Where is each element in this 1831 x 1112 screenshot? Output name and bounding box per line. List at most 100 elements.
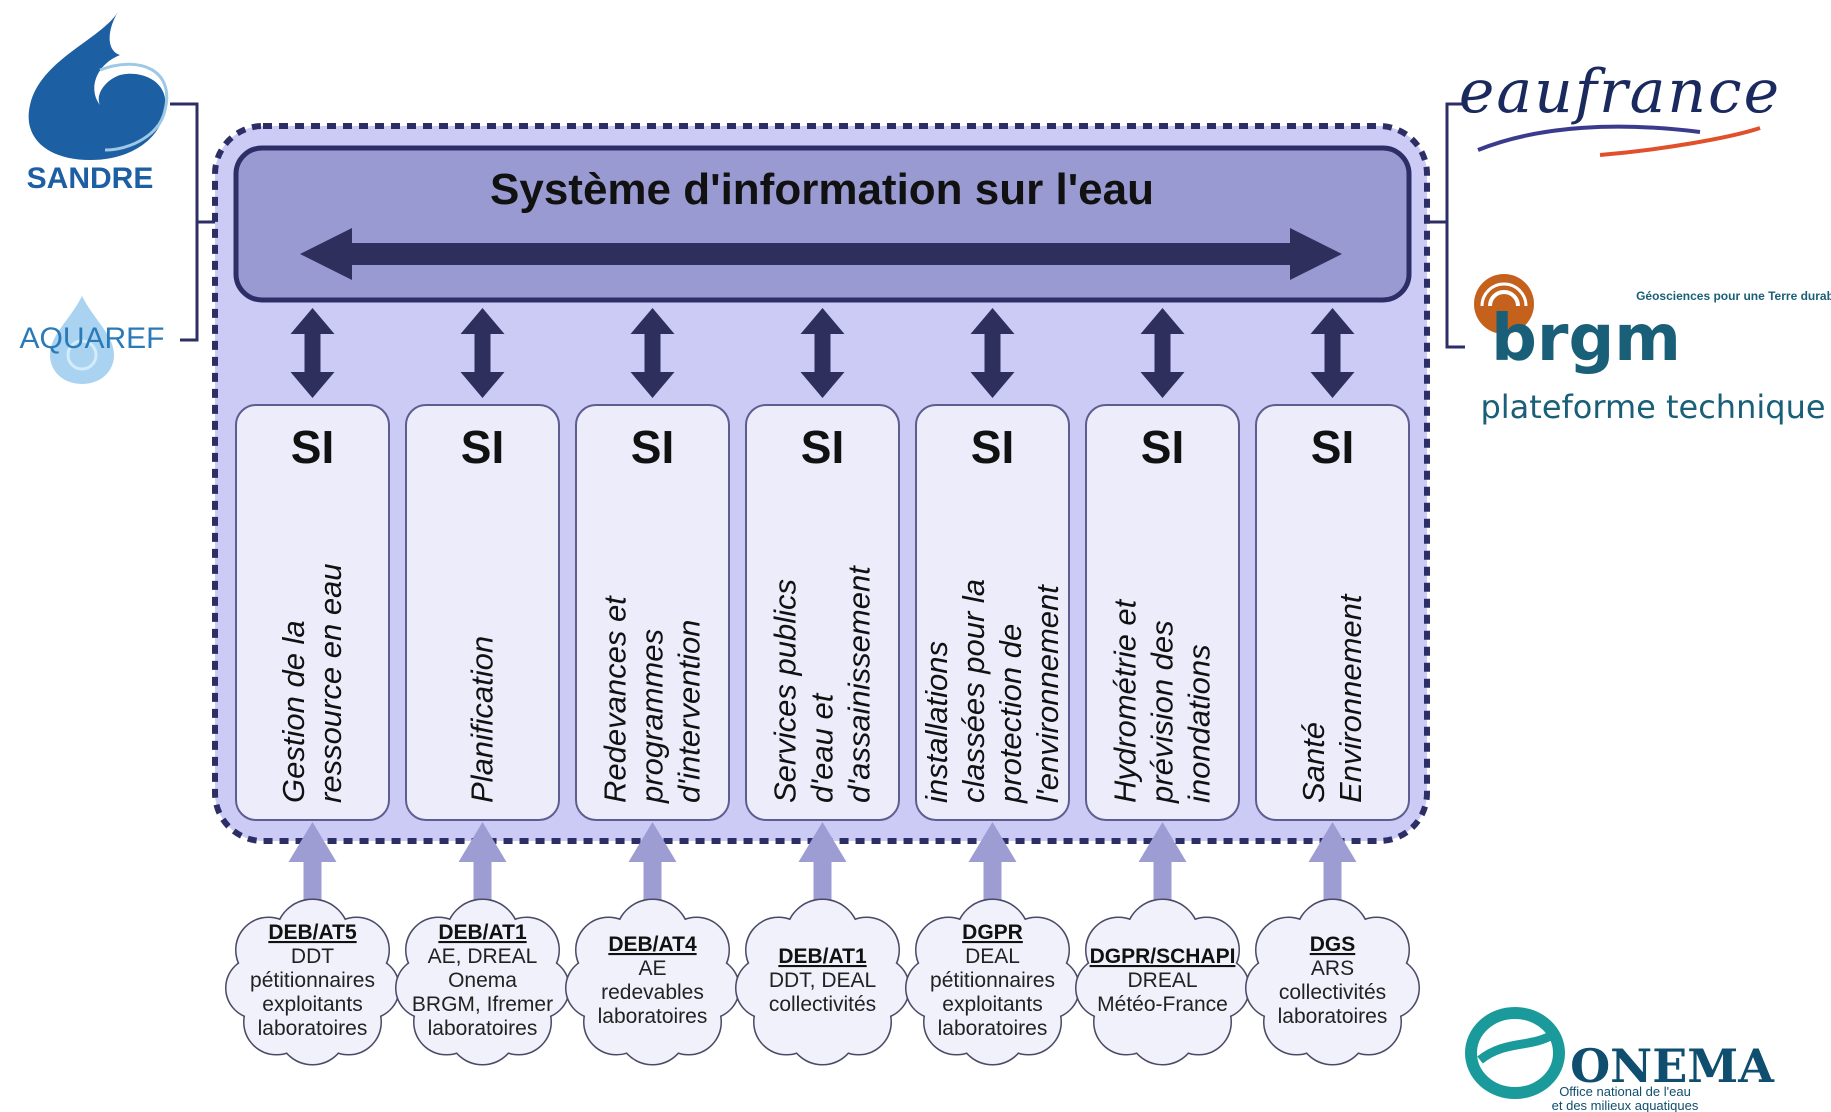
source-actor: BRGM, Ifremer bbox=[412, 993, 553, 1016]
brgm-logo: Géosciences pour une Terre durable brgm … bbox=[1474, 274, 1831, 426]
eaufrance-wave-icon bbox=[1477, 124, 1701, 152]
si-description-line: installations bbox=[919, 641, 954, 803]
input-arrow-4 bbox=[798, 822, 847, 905]
source-cloud-1: DEB/AT5DDTpétitionnairesexploitantslabor… bbox=[225, 898, 400, 1066]
source-actor: DEAL bbox=[965, 945, 1020, 968]
source-actor: Onema bbox=[448, 969, 517, 992]
si-description-line: classées pour la bbox=[956, 579, 991, 803]
source-org: DEB/AT1 bbox=[778, 945, 867, 968]
si-heading: SI bbox=[801, 421, 844, 473]
vertical-arrow-5 bbox=[970, 308, 1015, 398]
si-description-line: d'eau et bbox=[805, 692, 840, 803]
si-description-line: protection de bbox=[993, 624, 1028, 804]
horizontal-double-arrow bbox=[300, 228, 1342, 280]
input-arrow-7 bbox=[1308, 822, 1357, 905]
onema-subtitle-1: Office national de l'eau bbox=[1559, 1084, 1691, 1099]
si-description-line: l'environnement bbox=[1030, 584, 1065, 803]
si-description-line: inondations bbox=[1182, 644, 1217, 803]
diagram-title: Système d'information sur l'eau bbox=[490, 165, 1154, 214]
vertical-arrow-7 bbox=[1310, 308, 1355, 398]
brgm-wordmark: brgm bbox=[1491, 302, 1681, 376]
si-heading: SI bbox=[971, 421, 1014, 473]
source-actor: pétitionnaires bbox=[250, 969, 375, 992]
si-heading: SI bbox=[461, 421, 504, 473]
sandre-swirl-icon bbox=[99, 62, 169, 152]
source-actor: exploitants bbox=[262, 993, 362, 1016]
source-org: DGS bbox=[1310, 933, 1356, 956]
vertical-arrow-2 bbox=[460, 308, 505, 398]
brgm-tagline: Géosciences pour une Terre durable bbox=[1636, 289, 1831, 303]
si-box-2: SI Planification bbox=[405, 404, 560, 821]
si-heading: SI bbox=[631, 421, 674, 473]
input-arrow-2 bbox=[458, 822, 507, 905]
source-actor: AE bbox=[638, 957, 666, 980]
source-actor: DDT bbox=[291, 945, 334, 968]
source-org: DEB/AT5 bbox=[268, 921, 357, 944]
onema-wordmark: ONEMA bbox=[1570, 1039, 1775, 1093]
aquaref-wordmark: AQUAREF bbox=[19, 322, 164, 355]
onema-logo: ONEMA Office national de l'eau et des mi… bbox=[1465, 1007, 1775, 1112]
vertical-arrow-6 bbox=[1140, 308, 1185, 398]
source-org: DEB/AT1 bbox=[438, 921, 527, 944]
plateforme-technique-label: plateforme technique bbox=[1480, 388, 1825, 426]
source-clouds: DEB/AT5DDTpétitionnairesexploitantslabor… bbox=[225, 898, 1420, 1066]
si-description-line: d'intervention bbox=[672, 620, 707, 803]
si-description-line: Services publics bbox=[768, 579, 803, 803]
vertical-arrow-3 bbox=[630, 308, 675, 398]
vertical-arrows bbox=[290, 308, 1355, 398]
source-actor: exploitants bbox=[942, 993, 1042, 1016]
source-actor: laboratoires bbox=[428, 1017, 538, 1040]
source-org: DEB/AT4 bbox=[608, 933, 697, 956]
si-description-line: Santé bbox=[1296, 722, 1331, 803]
si-description-line: Hydrométrie et bbox=[1108, 598, 1143, 803]
source-actor: laboratoires bbox=[938, 1017, 1048, 1040]
source-actor: collectivités bbox=[769, 993, 876, 1016]
input-arrow-1 bbox=[288, 822, 337, 905]
aquaref-logo: AQUAREF bbox=[19, 296, 165, 384]
source-actor: pétitionnaires bbox=[930, 969, 1055, 992]
source-actor: ARS bbox=[1311, 957, 1354, 980]
vertical-arrow-1 bbox=[290, 308, 335, 398]
source-actor: DDT, DEAL bbox=[769, 969, 876, 992]
si-heading: SI bbox=[1141, 421, 1184, 473]
input-arrow-3 bbox=[628, 822, 677, 905]
sandre-logo: SANDRE bbox=[27, 12, 169, 195]
si-description-line: d'assainissement bbox=[842, 565, 877, 803]
eaufrance-wordmark: eaufrance bbox=[1459, 57, 1781, 127]
sandre-drop-icon bbox=[28, 12, 166, 160]
source-actor: laboratoires bbox=[258, 1017, 368, 1040]
source-org: DGPR/SCHAPI bbox=[1090, 945, 1236, 968]
source-actor: redevables bbox=[601, 981, 704, 1004]
source-actor: AE, DREAL bbox=[428, 945, 538, 968]
si-description-line: Planification bbox=[465, 636, 500, 803]
input-arrows bbox=[288, 822, 1357, 905]
onema-subtitle-2: et des milieux aquatiques bbox=[1552, 1098, 1699, 1112]
source-org: DGPR bbox=[962, 921, 1023, 944]
source-cloud-5: DGPRDEALpétitionnairesexploitantslaborat… bbox=[905, 898, 1080, 1066]
si-description-line: Redevances et bbox=[598, 595, 633, 803]
si-heading: SI bbox=[1311, 421, 1354, 473]
source-actor: collectivités bbox=[1279, 981, 1386, 1004]
si-description-line: prévision des bbox=[1145, 620, 1180, 804]
input-arrow-5 bbox=[968, 822, 1017, 905]
si-description-line: programmes bbox=[635, 629, 670, 804]
source-actor: laboratoires bbox=[1278, 1005, 1388, 1028]
vertical-arrow-4 bbox=[800, 308, 845, 398]
si-heading: SI bbox=[291, 421, 334, 473]
si-description-line: Gestion de la bbox=[276, 620, 311, 803]
source-actor: DREAL bbox=[1127, 969, 1197, 992]
source-actor: laboratoires bbox=[598, 1005, 708, 1028]
